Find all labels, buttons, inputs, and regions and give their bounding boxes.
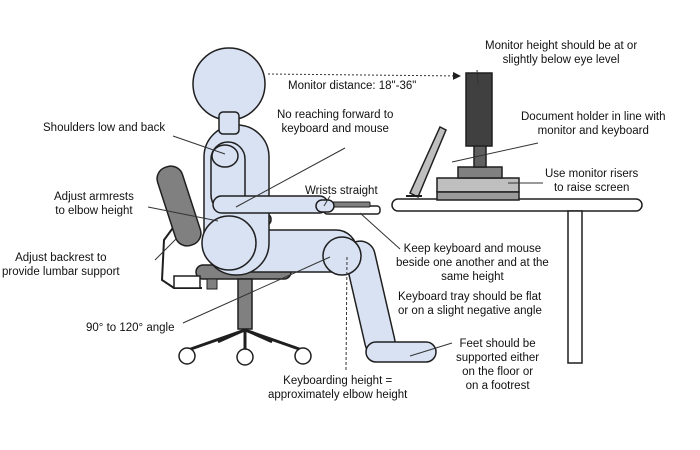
monitor: [457, 72, 503, 179]
label-keyboard-tray-line-2: or on a slight negative angle: [398, 305, 542, 317]
label-no-reaching-line-1: No reaching forward to: [277, 109, 394, 121]
label-feet-line-4: on a footrest: [465, 380, 530, 392]
monitor-riser: [436, 177, 520, 201]
document-holder: [406, 125, 447, 199]
label-no-reaching: No reaching forward to keyboard and mous…: [277, 108, 393, 136]
leader-lines: [147, 69, 543, 371]
label-armrests-line-1: Adjust armrests: [54, 191, 134, 203]
label-angle: 90° to 120° angle: [86, 322, 175, 334]
label-monitor-height-line-2: slightly below eye level: [502, 54, 620, 66]
label-feet-line-3: on the floor or: [462, 366, 534, 378]
label-armrests-line-2: to elbow height: [55, 205, 133, 217]
label-monitor-risers-line-2: to raise screen: [553, 182, 630, 194]
label-no-reaching-line-2: keyboard and mouse: [281, 123, 389, 135]
label-backrest-line-1: Adjust backrest to: [15, 252, 107, 264]
label-monitor-risers-line-1: Use monitor risers: [545, 168, 639, 180]
desk: [391, 198, 643, 364]
label-feet-line-1: Feet should be: [459, 338, 536, 350]
label-keyboard-mouse-line-1: Keep keyboard and mouse: [403, 243, 542, 255]
label-document-holder: Document holder in line with monitor and…: [521, 110, 665, 138]
label-feet-line-2: supported either: [456, 352, 540, 364]
label-keyboard-tray-line-1: Keyboard tray should be flat: [398, 291, 542, 303]
label-armrests: Adjust armrests to elbow height: [54, 190, 134, 218]
label-monitor-height: Monitor height should be at or slightly …: [485, 39, 637, 67]
label-monitor-distance: Monitor distance: 18"-36": [288, 80, 417, 92]
label-keyboarding-height: Keyboarding height = approximately elbow…: [268, 374, 407, 402]
label-wrists: Wrists straight: [305, 185, 378, 197]
label-keyboarding-height-line-1: Keyboarding height =: [283, 375, 393, 387]
label-backrest: Adjust backrest to provide lumbar suppor…: [2, 251, 120, 279]
label-keyboard-tray: Keyboard tray should be flat or on a sli…: [398, 290, 542, 318]
label-keyboard-mouse: Keep keyboard and mouse beside one anoth…: [396, 242, 549, 284]
label-keyboard-mouse-line-3: same height: [441, 271, 504, 283]
label-document-holder-line-1: Document holder in line with: [521, 111, 666, 123]
label-monitor-risers: Use monitor risers to raise screen: [545, 167, 638, 195]
human-figure: [192, 47, 437, 363]
label-keyboard-mouse-line-2: beside one another and at the: [396, 257, 549, 269]
label-feet: Feet should be supported either on the f…: [456, 337, 539, 393]
label-keyboarding-height-line-2: approximately elbow height: [268, 389, 408, 401]
label-backrest-line-2: provide lumbar support: [2, 266, 120, 278]
label-document-holder-line-2: monitor and keyboard: [537, 125, 649, 137]
label-monitor-height-line-1: Monitor height should be at or: [485, 40, 638, 52]
label-shoulders: Shoulders low and back: [43, 122, 166, 134]
monitor-distance-arrow: [267, 71, 461, 80]
